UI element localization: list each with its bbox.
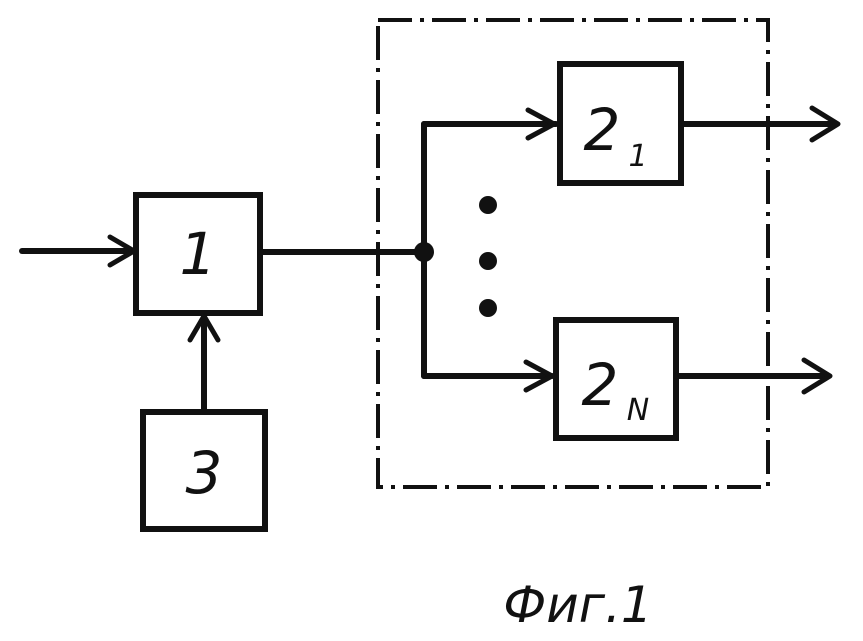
block-3: 3 [143,412,265,529]
block-2-1-subscript: 1 [628,139,647,174]
ellipsis-dot [479,252,497,270]
ellipsis-dot [479,196,497,214]
figure-caption: Фиг.1 [503,576,653,634]
block-1: 1 [136,195,260,313]
block-3-label: 3 [186,439,223,507]
block-2-n-subscript: N [627,393,649,428]
block-1-label: 1 [180,220,217,288]
block-2-1-label: 2 [584,96,621,164]
block-2-n-label: 2 [582,351,619,419]
block-2-1-frame [560,64,681,183]
block-2-1: 2 1 [560,64,681,183]
ellipsis-dot [479,299,497,317]
ellipsis-dots [479,196,497,317]
block-2-n: 2 N [556,320,676,438]
